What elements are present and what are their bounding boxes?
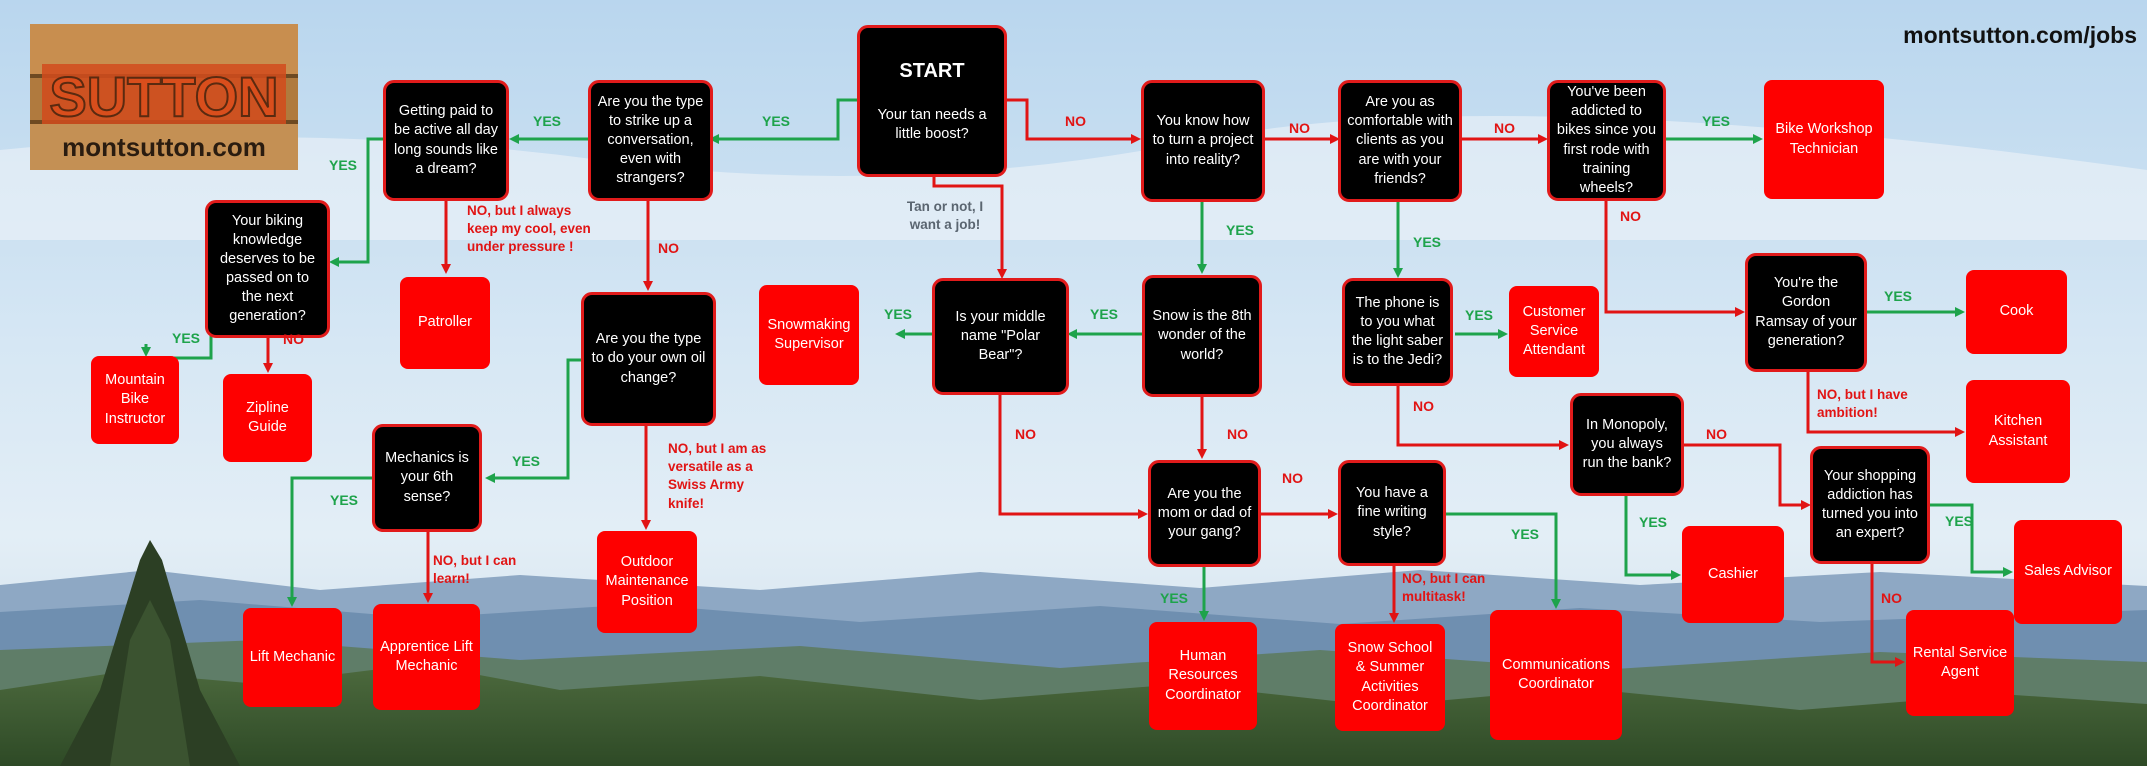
arrow-start-yes — [709, 98, 858, 144]
label-no-conversation: NO — [658, 240, 679, 256]
label-no-clients: NO — [1494, 120, 1515, 136]
label-yes-monopoly: YES — [1639, 514, 1668, 530]
label-no-phone: NO — [1413, 398, 1434, 414]
label-yes-polar: YES — [884, 306, 913, 322]
note-tan-or-not: Tan or not, I want a job! — [906, 199, 984, 233]
label-yes-start: YES — [762, 113, 791, 129]
label-no-monopoly: NO — [1706, 426, 1727, 442]
label-yes-active: YES — [329, 157, 358, 173]
arrow-writing-yes — [1444, 512, 1561, 609]
arrow-mechanics-yes — [287, 476, 374, 607]
label-yes-biking: YES — [172, 330, 201, 346]
question-monopoly: In Monopoly, you always run the bank? — [1570, 393, 1684, 496]
label-no-biking: NO — [283, 331, 304, 347]
job-mountain-bike-instructor[interactable]: Mountain Bike Instructor — [91, 356, 179, 444]
label-yes-project: YES — [1226, 222, 1255, 238]
label-yes-shopping: YES — [1945, 513, 1974, 529]
job-rental-service-agent[interactable]: Rental Service Agent — [1906, 610, 2014, 716]
arrow-start-no — [1007, 98, 1141, 144]
question-gang: Are you the mom or dad of your gang? — [1148, 460, 1261, 567]
question-mechanics: Mechanics is your 6th sense? — [372, 424, 482, 532]
start-title: START — [899, 59, 965, 82]
logo-domain: montsutton.com — [62, 132, 266, 162]
question-shopping: Your shopping addiction has turned you i… — [1810, 446, 1930, 564]
question-writing: You have a fine writing style? — [1338, 460, 1446, 566]
job-zipline-guide[interactable]: Zipline Guide — [223, 374, 312, 462]
question-conversation: Are you the type to strike up a conversa… — [588, 80, 713, 201]
arrow-shopping-yes — [1910, 503, 2013, 577]
note-keep-cool: NO, but I always keep my cool, even unde… — [467, 203, 591, 255]
arrow-bikes-no — [1604, 199, 1745, 317]
job-outdoor-maintenance[interactable]: Outdoor Maintenance Position — [597, 531, 697, 633]
logo-brand: SUTTON — [49, 65, 278, 128]
label-yes-mechanics: YES — [330, 492, 359, 508]
note-ambition: NO, but I have ambition! — [1817, 387, 1908, 421]
note-versatile: NO, but I am as versatile as a Swiss Arm… — [668, 441, 767, 511]
start-node: START Your tan needs a little boost? — [857, 25, 1007, 177]
label-yes-bikes: YES — [1702, 113, 1731, 129]
sutton-logo: SUTTON montsutton.com — [30, 24, 298, 170]
label-no-shopping: NO — [1881, 590, 1902, 606]
arrow-oil-yes — [485, 358, 583, 483]
job-customer-service-attendant[interactable]: Customer Service Attendant — [1509, 286, 1599, 377]
arrow-monopoly-yes — [1624, 494, 1681, 580]
arrow-monopoly-no — [1684, 443, 1811, 510]
arrow-active-yes — [329, 137, 383, 267]
job-human-resources-coordinator[interactable]: Human Resources Coordinator — [1149, 622, 1257, 730]
question-phone: The phone is to you what the light saber… — [1342, 278, 1453, 386]
label-yes-phone: YES — [1465, 307, 1494, 323]
question-biking: Your biking knowledge deserves to be pas… — [205, 200, 330, 338]
job-kitchen-assistant[interactable]: Kitchen Assistant — [1966, 380, 2070, 483]
site-url[interactable]: montsutton.com/jobs — [1903, 22, 2137, 48]
label-no-polar: NO — [1015, 426, 1036, 442]
question-active: Getting paid to be active all day long s… — [383, 80, 509, 201]
question-polar-bear: Is your middle name "Polar Bear"? — [932, 278, 1069, 395]
arrow-start-tan — [932, 175, 1007, 279]
label-no-snow: NO — [1227, 426, 1248, 442]
label-yes-gang: YES — [1160, 590, 1189, 606]
label-yes-writing: YES — [1511, 526, 1540, 542]
job-bike-workshop-technician[interactable]: Bike Workshop Technician — [1764, 80, 1884, 199]
arrow-phone-no — [1396, 384, 1569, 450]
label-yes-clients: YES — [1413, 234, 1442, 250]
label-yes-ramsay: YES — [1884, 288, 1913, 304]
job-cashier[interactable]: Cashier — [1682, 526, 1784, 623]
label-no-gang: NO — [1282, 470, 1303, 486]
question-project: You know how to turn a project into real… — [1141, 80, 1265, 202]
job-snowmaking-supervisor[interactable]: Snowmaking Supervisor — [759, 285, 859, 385]
arrow-shopping-no — [1870, 563, 1905, 667]
question-clients: Are you as comfortable with clients as y… — [1338, 80, 1462, 202]
job-apprentice-lift-mechanic[interactable]: Apprentice Lift Mechanic — [373, 604, 480, 710]
job-cook[interactable]: Cook — [1966, 270, 2067, 354]
arrow-ramsay-no — [1806, 370, 1965, 437]
question-bikes: You've been addicted to bikes since you … — [1547, 80, 1666, 201]
label-no-bikes: NO — [1620, 208, 1641, 224]
job-snow-school-coordinator[interactable]: Snow School & Summer Activities Coordina… — [1335, 624, 1445, 731]
job-sales-advisor[interactable]: Sales Advisor — [2014, 520, 2122, 624]
label-no-project: NO — [1289, 120, 1310, 136]
note-can-learn: NO, but I can learn! — [433, 553, 517, 587]
label-yes-conversation: YES — [533, 113, 562, 129]
start-question: Your tan needs a little boost? — [877, 107, 987, 143]
question-oil: Are you the type to do your own oil chan… — [581, 292, 716, 426]
job-patroller[interactable]: Patroller — [400, 277, 490, 369]
question-snow: Snow is the 8th wonder of the world? — [1142, 275, 1262, 397]
label-no-start: NO — [1065, 113, 1086, 129]
label-yes-oil: YES — [512, 453, 541, 469]
job-lift-mechanic[interactable]: Lift Mechanic — [243, 608, 342, 707]
arrow-polar-no — [998, 393, 1148, 519]
question-ramsay: You're the Gordon Ramsay of your generat… — [1745, 253, 1867, 372]
job-communications-coordinator[interactable]: Communications Coordinator — [1490, 610, 1622, 740]
label-yes-snow: YES — [1090, 306, 1119, 322]
note-multitask: NO, but I can multitask! — [1402, 571, 1486, 605]
